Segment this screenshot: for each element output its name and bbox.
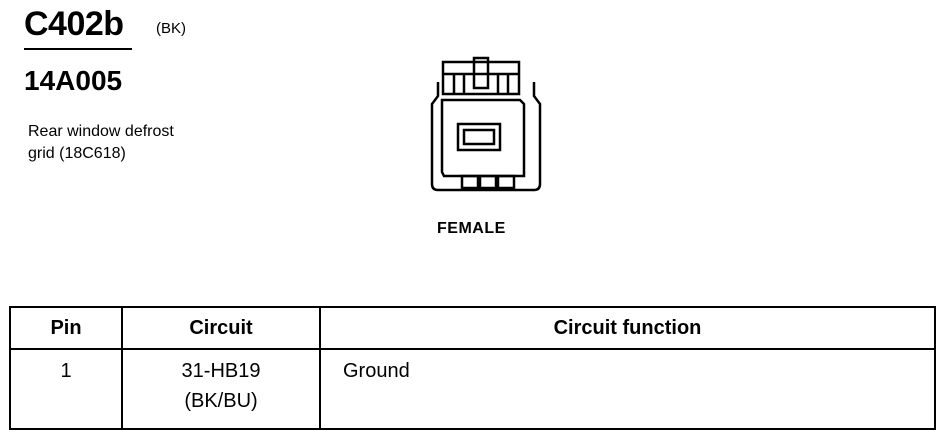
pin-table: Pin Circuit Circuit function 1 31-HB19 (…	[9, 306, 936, 430]
connector-id: C402b	[24, 5, 124, 43]
header-circuit-function: Circuit function	[319, 306, 936, 350]
header-pin: Pin	[9, 306, 123, 350]
description-line-2: grid (18C618)	[28, 145, 126, 162]
connector-description: Rear window defrost grid (18C618)	[28, 121, 228, 165]
connector-id-underline	[24, 48, 132, 50]
cell-pin: 1	[9, 348, 123, 430]
connector-face-icon	[430, 56, 542, 192]
connector-color-code: (BK)	[156, 20, 186, 37]
cell-circuit: 31-HB19 (BK/BU)	[121, 348, 321, 430]
description-line-1: Rear window defrost	[28, 123, 174, 140]
part-number: 14A005	[24, 65, 123, 96]
circuit-wire-color: (BK/BU)	[184, 390, 258, 412]
header-circuit: Circuit	[121, 306, 321, 350]
cell-circuit-function: Ground	[319, 348, 936, 430]
connector-gender-label: FEMALE	[437, 220, 506, 237]
circuit-number: 31-HB19	[181, 360, 261, 382]
pin-table-header-row: Pin Circuit Circuit function	[9, 306, 936, 350]
table-row: 1 31-HB19 (BK/BU) Ground	[9, 348, 936, 430]
